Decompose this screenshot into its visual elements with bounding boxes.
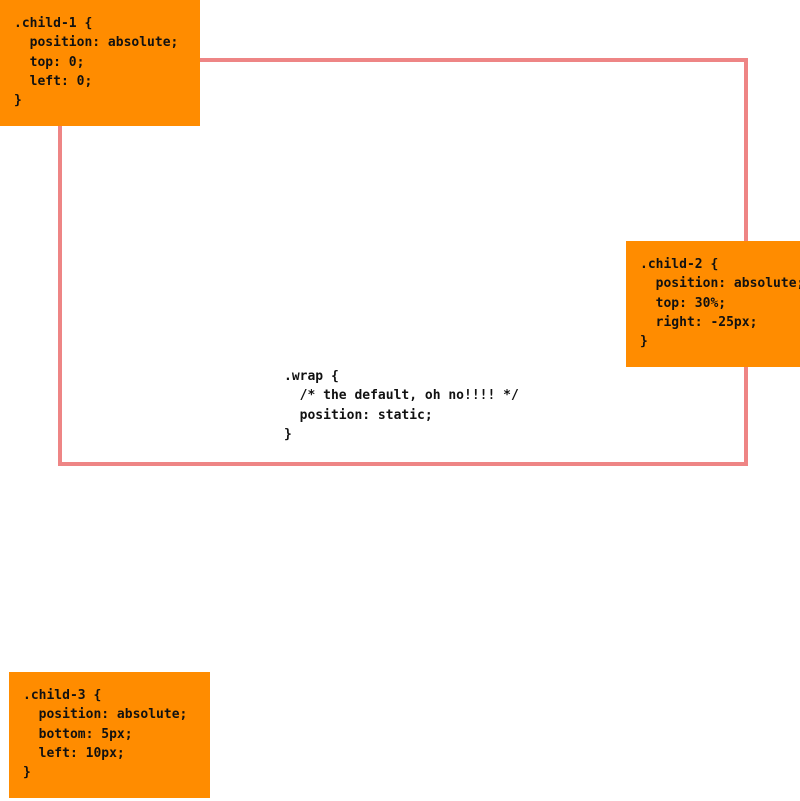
- wrap-position-line: position: static;: [284, 407, 433, 423]
- child-1-position-line: position: absolute;: [14, 35, 179, 51]
- child-1-top-line: top: 0;: [14, 54, 85, 70]
- wrap-comment-line: /* the default, oh no!!!! */: [284, 388, 519, 404]
- child-2-top-line: top: 30%;: [640, 295, 727, 311]
- child-2-selector-line: .child-2 {: [640, 257, 719, 272]
- child-1-close-line: }: [14, 93, 22, 109]
- child-2-box: .child-2 { position: absolute; top: 30%;…: [626, 241, 800, 367]
- wrap-container: .wrap { /* the default, oh no!!!! */ pos…: [58, 58, 748, 466]
- child-3-left-line: left: 10px;: [23, 745, 125, 761]
- child-3-bottom-line: bottom: 5px;: [23, 726, 133, 742]
- child-3-box: .child-3 { position: absolute; bottom: 5…: [9, 672, 210, 798]
- wrap-selector-line: .wrap {: [284, 369, 339, 384]
- child-2-right-line: right: -25px;: [640, 314, 758, 330]
- wrap-code-block: .wrap { /* the default, oh no!!!! */ pos…: [284, 367, 519, 444]
- child-2-close-line: }: [640, 334, 648, 350]
- child-3-position-line: position: absolute;: [23, 707, 188, 723]
- child-3-close-line: }: [23, 765, 31, 781]
- child-2-position-line: position: absolute;: [640, 276, 800, 292]
- child-1-selector-line: .child-1 {: [14, 16, 93, 31]
- wrap-close-line: }: [284, 426, 292, 442]
- child-1-left-line: left: 0;: [14, 73, 93, 89]
- child-3-selector-line: .child-3 {: [23, 688, 102, 703]
- child-1-box: .child-1 { position: absolute; top: 0; l…: [0, 0, 200, 126]
